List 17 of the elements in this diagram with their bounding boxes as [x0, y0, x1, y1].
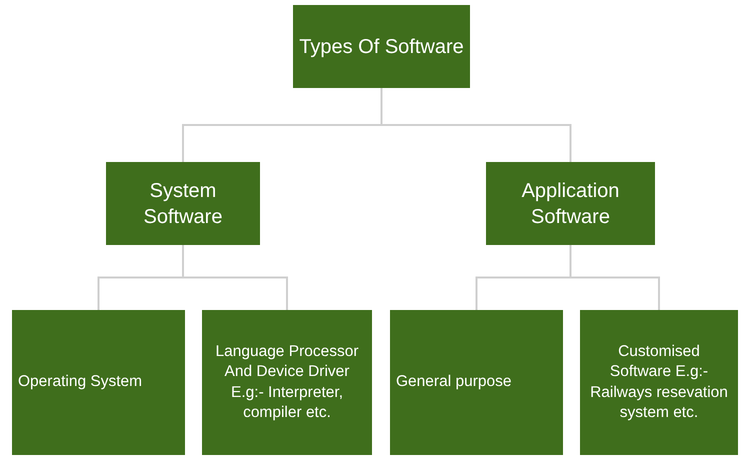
box-label: Language Processor And Device Driver E.g:- Interpreter, compiler etc.	[214, 342, 360, 423]
category-box	[106, 162, 260, 245]
box-label: Application Software	[520, 178, 620, 230]
category-box	[580, 310, 738, 455]
box-label: General purpose	[396, 372, 512, 392]
connector-line	[182, 245, 288, 310]
category-box	[486, 162, 655, 245]
connector-line	[380, 88, 572, 162]
connector-line	[570, 245, 660, 310]
category-box	[12, 310, 185, 455]
category-box	[390, 310, 563, 455]
category-box	[293, 5, 470, 88]
category-box	[202, 310, 372, 455]
box-label: Operating System	[18, 372, 144, 392]
box-label: System Software	[142, 178, 224, 230]
box-label: Customised Software E.g:- Railways resevation system etc.	[589, 342, 729, 423]
box-label: Types Of Software	[299, 34, 464, 60]
